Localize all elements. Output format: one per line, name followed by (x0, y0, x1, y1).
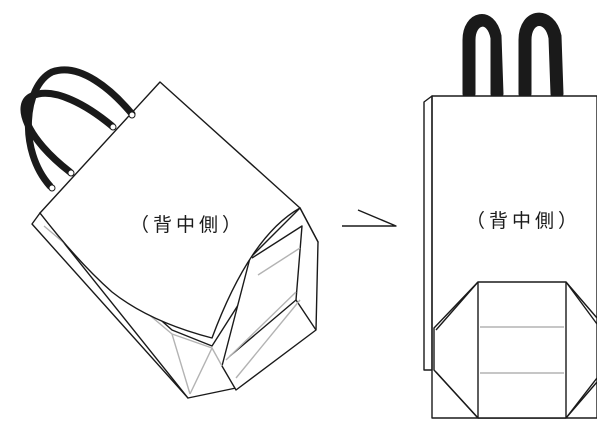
left-bag-fold-line-6 (257, 247, 301, 276)
right-bag-handle-right (518, 12, 564, 98)
arrow-right-icon (342, 209, 397, 227)
left-bag-handle-rivet-4 (128, 111, 136, 119)
left-bag-label: （背中側） (130, 214, 246, 236)
left-bag-fold-line-5 (225, 291, 297, 361)
left-bag-fold-line-3 (211, 347, 223, 367)
left-bag-flap-inner (229, 225, 303, 357)
left-bag (20, 66, 319, 399)
right-bag-side-edge (423, 95, 433, 371)
right-bag-fold-diag-right (565, 281, 597, 419)
left-bag-handle-back (25, 66, 136, 190)
left-bag-flap-edge (295, 299, 317, 331)
left-bag-handle-rivet-1 (48, 184, 56, 192)
right-bag-handle-left-2 (468, 19, 498, 98)
right-bag-handle-left (462, 14, 504, 98)
left-bag-handle-rivet-2 (67, 169, 75, 177)
left-bag-handle-rivet-3 (109, 123, 117, 131)
right-bag-label: （背中側） (466, 210, 582, 232)
left-bag-front-face (39, 81, 301, 339)
left-bag-fold-line-4 (235, 299, 301, 379)
left-bag-handle-front (20, 89, 116, 176)
right-bag-fold-diag-left (435, 281, 479, 419)
right-bag-handle-right-2 (524, 19, 558, 98)
right-bag (423, 12, 597, 419)
